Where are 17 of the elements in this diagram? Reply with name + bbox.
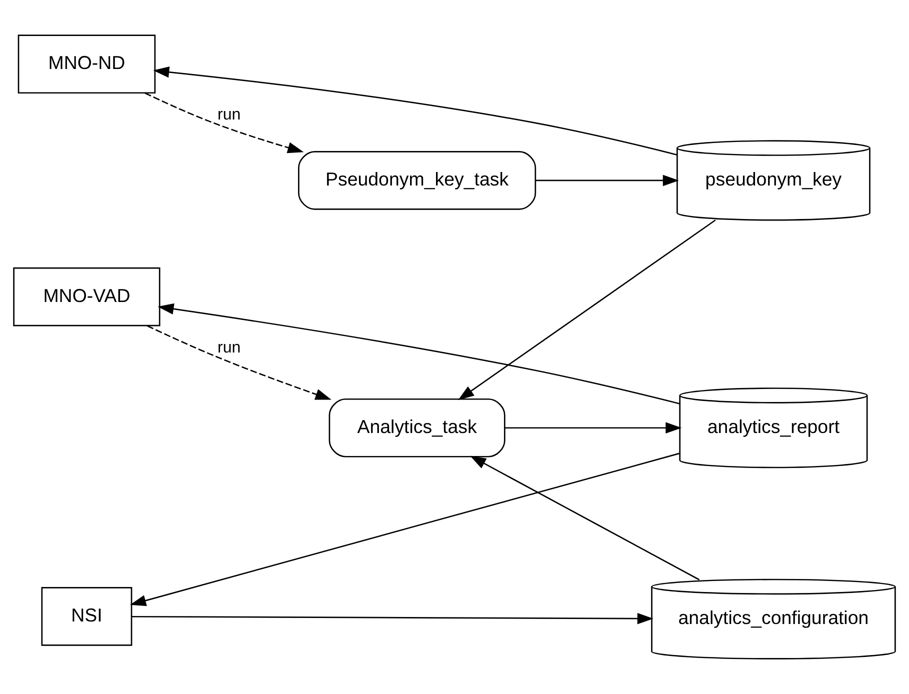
arrow [504, 422, 682, 434]
arrow [147, 325, 332, 400]
edge-label: run [218, 338, 241, 356]
arrow [153, 66, 678, 156]
node-box: MNO-VAD [13, 267, 160, 326]
node-box: Analytics_task [328, 398, 506, 458]
arrow [458, 220, 716, 400]
node-box: Pseudonym_key_task [298, 151, 536, 210]
arrow [144, 92, 304, 154]
node-box: NSI [41, 587, 132, 646]
arrow [470, 456, 700, 580]
node-box: MNO-ND [18, 34, 156, 94]
edge-label: run [218, 106, 241, 124]
arrow [158, 303, 680, 404]
arrow [536, 174, 679, 186]
arrow [132, 612, 654, 624]
arrow [130, 452, 680, 606]
